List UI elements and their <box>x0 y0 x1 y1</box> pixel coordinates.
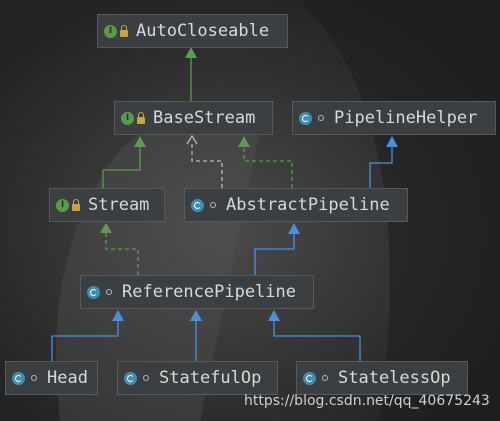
edge-abstractpipeline-pipelinehelper <box>369 147 393 188</box>
node-head[interactable]: Head <box>5 361 98 395</box>
arrowhead-stream <box>100 223 112 233</box>
edge-abstractpipeline-basestream-dependency <box>191 142 223 188</box>
node-label: Head <box>47 368 88 388</box>
node-label: AutoCloseable <box>136 21 270 41</box>
class-icon <box>12 371 25 385</box>
abstract-class-icon <box>191 198 204 212</box>
lock-icon <box>72 198 80 211</box>
node-stream[interactable]: I Stream <box>49 188 165 222</box>
package-visibility-icon <box>210 202 216 208</box>
package-visibility-icon <box>106 289 112 295</box>
edge-statelessop-referencepipeline <box>273 321 361 361</box>
node-label: PipelineHelper <box>334 108 478 128</box>
interface-icon: I <box>121 111 134 125</box>
abstract-class-icon <box>87 285 100 299</box>
arrowhead-basestream-from-stream <box>134 136 146 147</box>
interface-icon: I <box>104 24 117 38</box>
arrowhead-referencepipeline-head <box>112 310 124 321</box>
node-pipelinehelper[interactable]: PipelineHelper <box>292 101 496 135</box>
arrowhead-autocloseable <box>185 47 197 58</box>
node-label: StatelessOp <box>338 368 451 388</box>
package-visibility-icon <box>31 375 37 381</box>
abstract-class-icon <box>303 371 316 385</box>
node-statefulop[interactable]: StatefulOp <box>117 361 278 395</box>
node-autocloseable[interactable]: I AutoCloseable <box>97 14 288 48</box>
arrowhead-basestream-dependency <box>186 134 198 145</box>
lock-icon <box>137 111 145 124</box>
package-visibility-icon <box>143 375 149 381</box>
package-visibility-icon <box>318 115 324 121</box>
edge-head-referencepipeline <box>51 321 119 361</box>
arrowhead-referencepipeline-statefulop <box>190 310 202 321</box>
lock-icon <box>120 24 128 37</box>
node-label: AbstractPipeline <box>226 195 390 215</box>
node-referencepipeline[interactable]: ReferencePipeline <box>80 275 314 309</box>
edge-referencepipeline-abstractpipeline <box>254 234 295 275</box>
interface-icon: I <box>56 198 69 212</box>
abstract-class-icon <box>124 371 137 385</box>
edge-referencepipeline-stream <box>105 233 139 275</box>
node-label: ReferencePipeline <box>122 282 296 302</box>
node-abstractpipeline[interactable]: AbstractPipeline <box>184 188 408 222</box>
arrowhead-abstractpipeline <box>288 223 300 234</box>
arrowhead-basestream-implements <box>238 136 250 147</box>
arrowhead-referencepipeline-statelessop <box>268 310 280 321</box>
edge-abstractpipeline-basestream-implements <box>243 147 293 188</box>
node-label: BaseStream <box>153 108 256 128</box>
node-label: Stream <box>88 195 150 215</box>
node-basestream[interactable]: I BaseStream <box>114 101 273 135</box>
node-statelessop[interactable]: StatelessOp <box>296 361 468 395</box>
abstract-class-icon <box>299 111 312 125</box>
watermark-text: https://blog.csdn.net/qq_40675243 <box>244 393 490 409</box>
edge-stream-basestream <box>102 147 141 188</box>
package-visibility-icon <box>322 375 328 381</box>
node-label: StatefulOp <box>159 368 262 388</box>
arrowhead-pipelinehelper <box>386 136 398 147</box>
